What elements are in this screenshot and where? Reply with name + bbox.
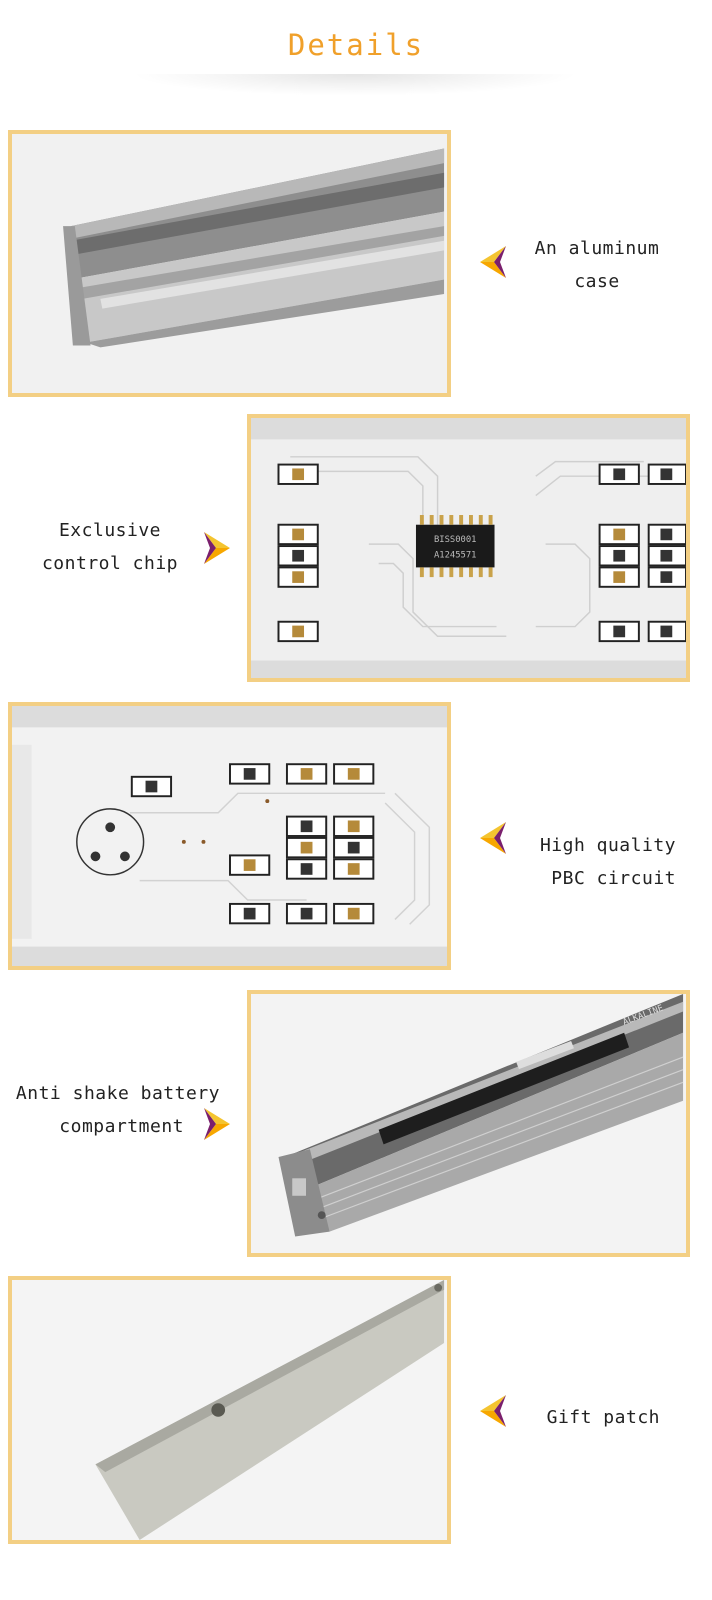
chip-marking-2: A1245571 bbox=[434, 551, 476, 561]
caption-line-1: Anti shake battery bbox=[15, 1083, 220, 1104]
caption-control-chip: Exclusive control chip bbox=[30, 514, 190, 580]
pbc-circuit-image bbox=[8, 702, 451, 970]
caption-line-1: Gift patch bbox=[546, 1407, 660, 1428]
caption-line-1: Exclusive bbox=[58, 520, 162, 541]
chevron-right-icon bbox=[204, 1108, 230, 1140]
chip-marking-1: BISS0001 bbox=[434, 535, 476, 545]
caption-line-1: An aluminum bbox=[534, 238, 660, 259]
chevron-right-icon bbox=[204, 532, 230, 564]
page-title: Details bbox=[287, 28, 425, 62]
caption-gift-patch: Gift patch bbox=[530, 1401, 660, 1434]
battery-compartment-image: ALKALINE bbox=[247, 990, 690, 1257]
control-chip-image: BISS0001 A1245571 bbox=[247, 414, 690, 682]
caption-line-2: case bbox=[574, 271, 620, 292]
chevron-left-icon bbox=[480, 246, 506, 278]
caption-line-2: control chip bbox=[41, 553, 179, 574]
chevron-left-icon bbox=[480, 1395, 506, 1427]
aluminum-case-image bbox=[8, 130, 451, 397]
caption-line-1: High quality bbox=[539, 835, 676, 856]
caption-line-2: compartment bbox=[59, 1116, 184, 1137]
caption-battery-compartment: Anti shake battery compartment bbox=[10, 1077, 220, 1143]
chevron-left-icon bbox=[480, 822, 506, 854]
caption-aluminum-case: An aluminum case bbox=[522, 232, 672, 298]
title-shadow bbox=[130, 74, 580, 96]
caption-pbc-circuit: High quality PBC circuit bbox=[516, 829, 676, 895]
gift-patch-image bbox=[8, 1276, 451, 1544]
caption-line-2: PBC circuit bbox=[551, 868, 676, 889]
